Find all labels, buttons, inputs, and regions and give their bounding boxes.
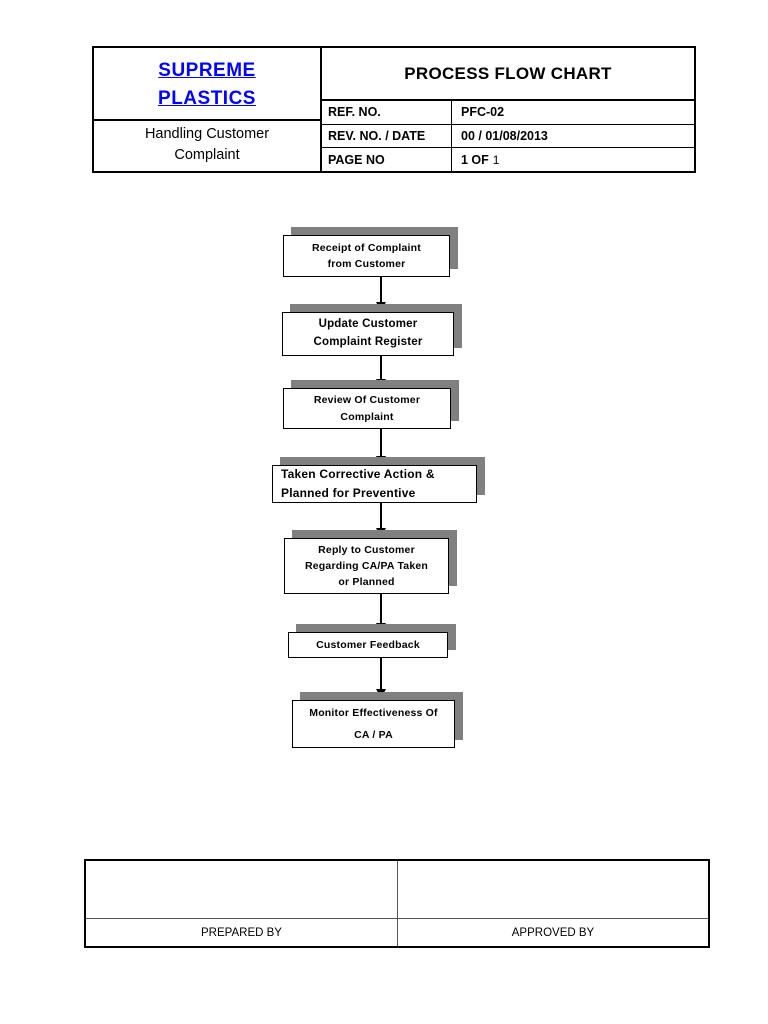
node-label-line1: Update Customer [318,318,418,331]
company-name-line1: SUPREME [158,59,256,81]
flow-node-customer-feedback[interactable]: Customer Feedback [288,624,456,658]
flow-node-taken-corrective-action[interactable]: Taken Corrective Action & Planned for Pr… [272,457,485,503]
flow-node-update-complaint-register[interactable]: Update Customer Complaint Register [282,304,462,356]
approved-by-label: APPROVED BY [511,926,595,939]
node-box: Taken Corrective Action & Planned for Pr… [272,465,477,503]
document-subject-cell: Handling Customer Complaint [94,121,320,171]
approved-by-signature-area[interactable] [398,861,708,918]
flow-node-monitor-effectiveness[interactable]: Monitor Effectiveness Of CA / PA [292,692,463,748]
header-table: SUPREME PLASTICS Handling Customer Compl… [92,46,696,173]
node-label-line2: CA / PA [354,729,393,741]
flow-node-review-of-complaint[interactable]: Review Of Customer Complaint [283,380,459,429]
meta-value-page-no: 1 OF 1 [452,148,694,171]
meta-row-rev-no-date: REV. NO. / DATE 00 / 01/08/2013 [322,124,694,149]
node-label-line1: Monitor Effectiveness Of [309,706,438,719]
signature-label-row: PREPARED BY APPROVED BY [86,919,708,946]
node-label-line2: Planned for Preventive [281,486,416,500]
node-box: Customer Feedback [288,632,448,658]
node-label-line2: Complaint Register [313,336,423,348]
node-label-line1: Customer Feedback [316,638,420,651]
node-label-line2: Regarding CA/PA Taken [304,559,429,572]
node-box: Review Of Customer Complaint [283,388,451,429]
signature-table: PREPARED BY APPROVED BY [84,859,710,948]
header-right-column: PROCESS FLOW CHART REF. NO. PFC-02 REV. … [322,48,694,172]
page-no-total: 1 [492,152,500,167]
meta-value-rev-no-date: 00 / 01/08/2013 [461,129,548,143]
meta-row-ref-no: REF. NO. PFC-02 [322,101,694,125]
node-box: Receipt of Complaint from Customer [283,235,450,277]
header-left-column: SUPREME PLASTICS Handling Customer Compl… [94,48,322,171]
flow-node-receipt-of-complaint[interactable]: Receipt of Complaint from Customer [283,227,458,277]
meta-value-ref-no: PFC-02 [461,105,505,120]
node-box: Reply to Customer Regarding CA/PA Taken … [284,538,449,594]
flow-node-reply-to-customer[interactable]: Reply to Customer Regarding CA/PA Taken … [284,530,457,594]
node-label-line1: Taken Corrective Action & [281,467,435,482]
company-name-line2: PLASTICS [158,87,256,109]
arrow-shaft [380,503,382,529]
page-title: PROCESS FLOW CHART [322,48,694,101]
arrow-shaft [380,277,382,303]
page-no-value: 1 OF [461,152,489,167]
prepared-by-signature-area[interactable] [86,861,398,918]
signature-blank-row [86,861,708,919]
arrow-shaft [380,429,382,457]
node-label-line3: or Planned [338,576,395,589]
meta-label-rev-no-date: REV. NO. / DATE [322,124,452,148]
prepared-by-label: PREPARED BY [86,919,398,946]
arrow-shaft [380,594,382,624]
node-label-line2: from Customer [327,258,406,270]
node-box: Monitor Effectiveness Of CA / PA [292,700,455,748]
document-subject-line1: Handling Customer [144,125,270,142]
node-label-line2: Complaint [340,410,394,423]
arrow-shaft [380,356,382,380]
arrow-shaft [380,658,382,690]
node-label-line1: Receipt of Complaint [311,241,421,254]
node-label-line1: Review Of Customer [313,394,421,407]
meta-label-page-no: PAGE NO [322,148,452,172]
meta-row-page-no: PAGE NO 1 OF 1 [322,148,694,172]
node-label-line1: Reply to Customer [318,543,415,556]
meta-label-ref-no: REF. NO. [322,101,452,124]
company-logo-cell: SUPREME PLASTICS [94,48,320,121]
document-subject-line2: Complaint [174,147,240,163]
node-box: Update Customer Complaint Register [282,312,454,356]
